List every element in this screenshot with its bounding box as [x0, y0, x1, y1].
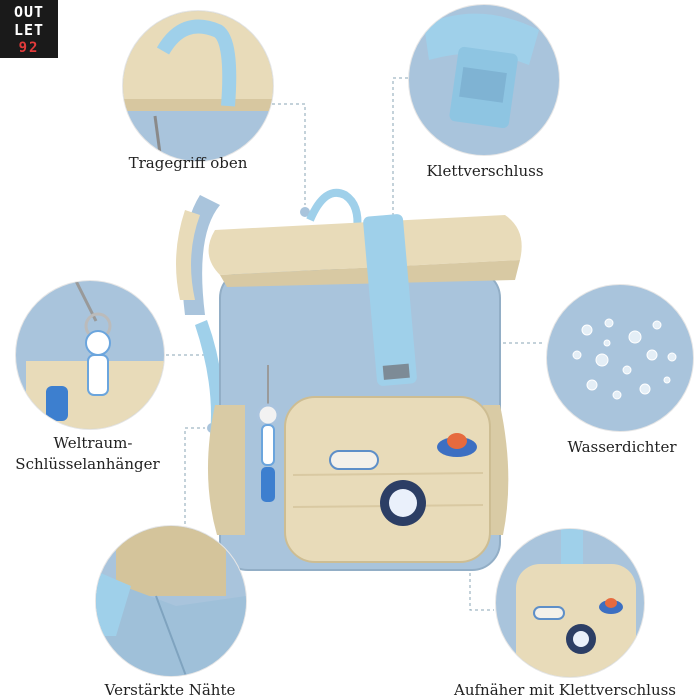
label-weltraum-line1: Weltraum-	[53, 434, 133, 452]
label-verstaerkte-naehte: Verstärkte Nähte	[104, 681, 236, 699]
label-klettverschluss: Klettverschluss	[426, 162, 544, 180]
detail-naehte-image	[95, 525, 247, 677]
logo-line-3: 92	[18, 40, 40, 56]
logo-line-1: OUT	[13, 3, 45, 21]
detail-aufnaeher-image	[495, 528, 645, 678]
label-tragegriff: Tragegriff oben	[128, 154, 248, 172]
leader-aufnaeher	[427, 507, 494, 611]
detail-tragegriff-image	[122, 10, 274, 162]
label-aufnaeher: Aufnäher mit Klettverschluss	[453, 681, 676, 699]
label-weltraum-line2: Schlüsselanhänger	[15, 455, 160, 473]
outlet92-logo: OUT LET 92	[0, 0, 58, 58]
label-wasserdichter: Wasserdichter	[567, 438, 677, 456]
detail-wasser-image	[546, 284, 694, 432]
logo-line-2: LET	[13, 21, 45, 39]
detail-klett-image	[408, 4, 560, 156]
backpack-image	[176, 188, 522, 571]
detail-weltraum-image	[15, 280, 165, 430]
leader-tragegriff	[272, 103, 306, 212]
leader-klett	[392, 77, 410, 282]
